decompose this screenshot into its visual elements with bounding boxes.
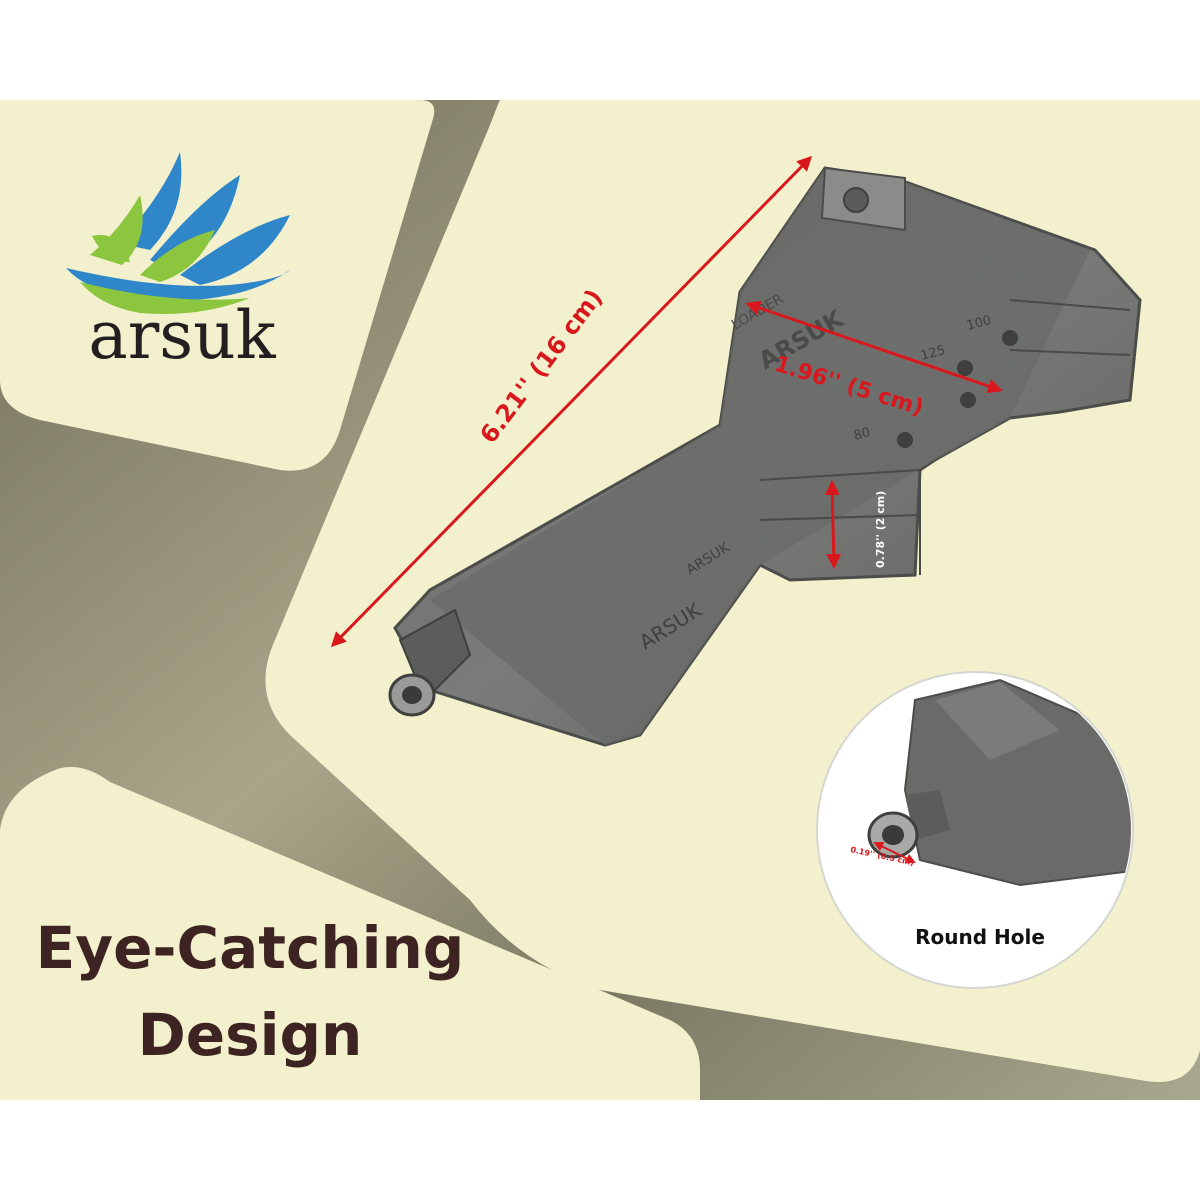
inset-caption: Round Hole (915, 925, 1045, 949)
logo-leaf-icon (140, 230, 215, 282)
logo-leaf-icon (150, 175, 240, 270)
loader-tab-pin-icon (843, 187, 869, 213)
height-arrow-icon (824, 480, 842, 569)
headline-panel (0, 766, 700, 1100)
capacity-hole-icon (897, 432, 913, 448)
top-margin (0, 0, 1200, 100)
headline-line1: Eye-Catching (36, 914, 465, 982)
logo-leaf-icon (118, 152, 182, 250)
width-arrow-icon (745, 300, 1003, 394)
bottom-margin (0, 1100, 1200, 1200)
capacity-hole-icon (1002, 330, 1018, 346)
brand-logo: arsuk (66, 152, 290, 374)
dimension-arrows (330, 155, 1003, 648)
inset-nozzle-hole-icon (882, 825, 904, 845)
capacity-hole-icon (957, 360, 973, 376)
loader-rib-line (1009, 299, 1131, 356)
logo-wordmark: arsuk (88, 297, 276, 374)
capacity-hole-icon (960, 392, 976, 408)
logo-wave-icon (80, 282, 250, 314)
logo-leaf-icon (180, 215, 290, 285)
height-label: 0.78'' (2 cm) (874, 491, 887, 568)
logo-panel (0, 100, 435, 471)
inset-top-face (935, 682, 1060, 760)
length-arrow-icon (330, 155, 813, 648)
loader-nozzle-hole-icon (402, 686, 422, 704)
capacity-mark: 80 (852, 425, 872, 444)
headline-line2: Design (138, 1001, 363, 1069)
logo-leaf-icon (92, 235, 130, 262)
loader-step-edge (759, 468, 921, 575)
round-hole-inset: 0.19'' (0.5 cm) Round Hole (816, 671, 1134, 989)
hole-arrow-icon (873, 842, 916, 863)
